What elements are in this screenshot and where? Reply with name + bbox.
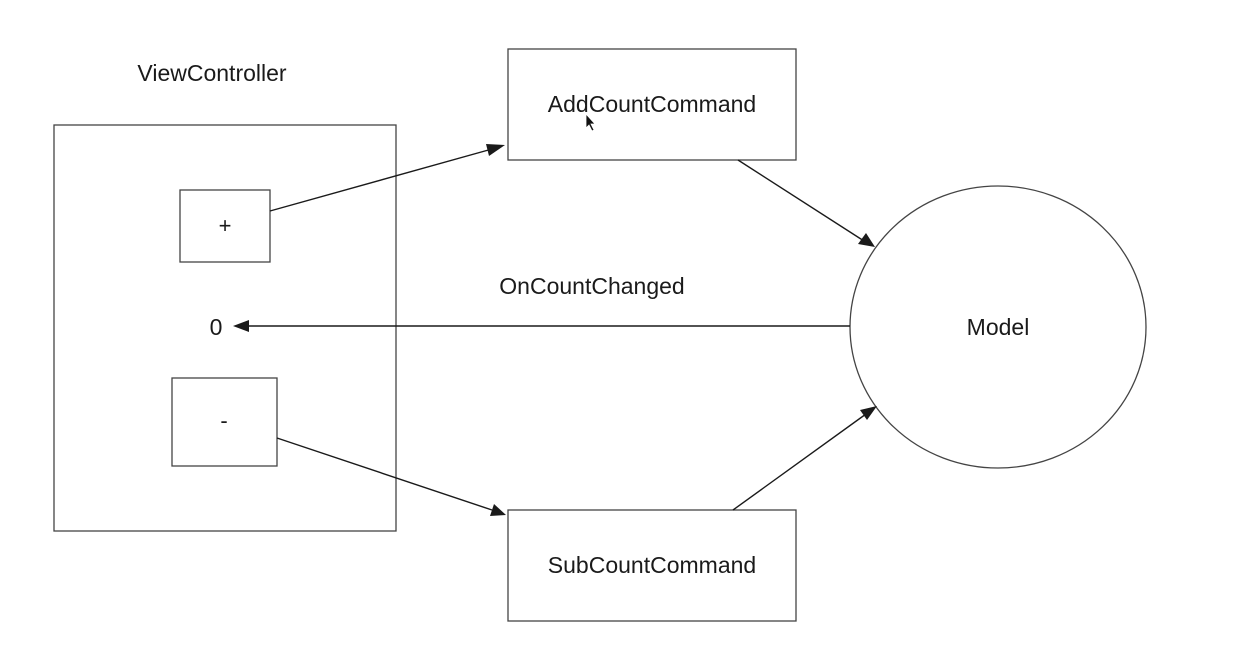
add-count-command: AddCountCommand [507,48,797,161]
model: Model [849,185,1147,469]
minus-button-label: - [220,408,227,433]
arrow-sub-command-to-model [732,413,867,511]
arrowhead-model-top [858,233,875,247]
arrow-add-command-to-model [737,159,865,242]
view-controller: ViewController + 0 - [53,60,397,532]
arrow-plus-to-add-command [269,148,493,212]
arrowhead-add-command [486,144,505,156]
arrowhead-model-bottom [860,406,877,420]
view-controller-title: ViewController [137,60,286,86]
model-circle [849,185,1147,469]
add-count-command-frame [507,48,797,161]
model-label: Model [967,314,1030,340]
plus-button[interactable]: + [179,189,271,263]
minus-button-frame[interactable] [171,377,278,467]
minus-button[interactable]: - [171,377,278,467]
sub-count-command: SubCountCommand [507,509,797,622]
connectors [233,144,877,516]
add-count-command-label: AddCountCommand [548,91,756,117]
view-controller-frame [53,124,397,532]
arrowhead-count [233,320,249,332]
mouse-cursor-icon [585,112,596,132]
count-value: 0 [210,314,223,340]
arrow-minus-to-sub-command [276,437,493,511]
sub-count-command-label: SubCountCommand [548,552,756,578]
arrowhead-sub-command [490,504,506,516]
plus-button-label: + [219,213,232,238]
plus-button-frame[interactable] [179,189,271,263]
sub-count-command-frame [507,509,797,622]
on-count-changed-label: OnCountChanged [499,273,684,299]
